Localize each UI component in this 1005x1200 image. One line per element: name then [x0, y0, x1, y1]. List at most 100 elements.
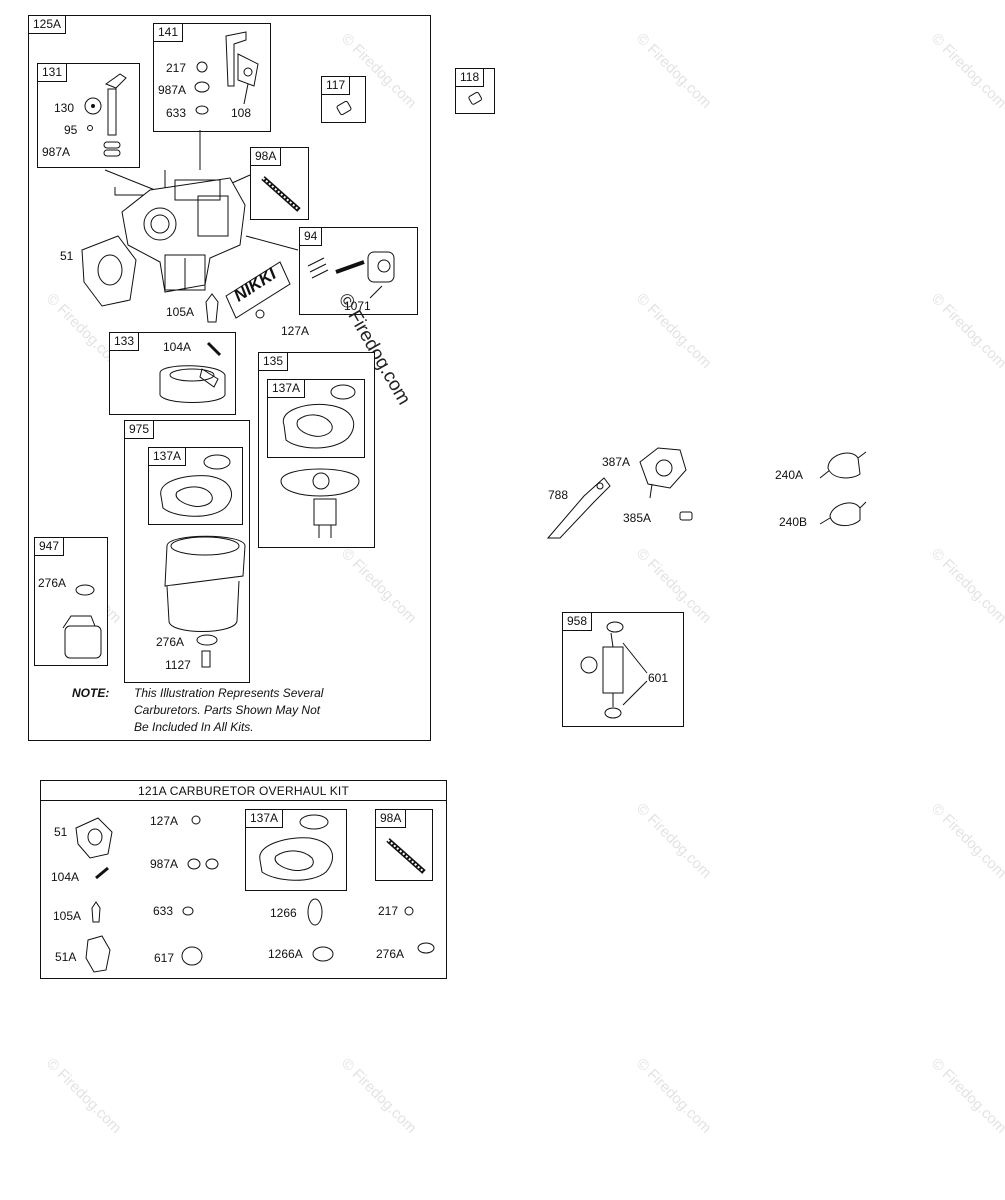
part-box-tag: 117: [321, 76, 351, 95]
part-label: 276A: [156, 635, 185, 649]
fuel-pump-and-filter-drawing: [546, 447, 867, 539]
note-block: NOTE:: [72, 685, 109, 702]
part-label: 387A: [602, 455, 631, 469]
kit-parts-drawing: [75, 815, 435, 973]
part-box-118[interactable]: 118: [455, 68, 495, 114]
part-box-98A[interactable]: 98A: [250, 147, 309, 220]
part-box-tag: 947: [34, 537, 65, 556]
part-label: 127A: [150, 814, 179, 828]
part-label: 240B: [779, 515, 808, 529]
part-label: 217: [166, 61, 187, 75]
part-label: 104A: [163, 340, 192, 354]
part-box-tag: 98A: [375, 809, 407, 828]
watermark-text: © Firedog.com: [337, 1055, 420, 1137]
float-drawing: [159, 341, 226, 403]
note-line: This Illustration Represents Several: [134, 686, 324, 700]
part-label: 987A: [158, 83, 187, 97]
part-label: 1071: [344, 299, 371, 313]
screw-drawing: [468, 91, 482, 105]
kit-screw-box-98A[interactable]: 98A: [375, 809, 433, 881]
mixture-screw-drawing: [386, 838, 426, 874]
part-label: 601: [648, 671, 669, 685]
kit-title: 121A CARBURETOR OVERHAUL KIT: [138, 784, 349, 798]
watermark-text: © Firedog.com: [927, 30, 1005, 112]
part-label: 51: [54, 825, 68, 839]
part-label: 240A: [775, 468, 804, 482]
part-box-tag: 135: [258, 352, 289, 371]
watermark-text: © Firedog.com: [927, 545, 1005, 627]
part-label: 633: [153, 904, 174, 918]
assembly-label: 125A: [28, 15, 67, 34]
part-label: 385A: [623, 511, 652, 525]
part-box-tag: 94: [299, 227, 323, 246]
part-box-141[interactable]: 141 217 987A 633 108: [153, 23, 271, 132]
part-box-135[interactable]: 135 137A: [258, 352, 375, 548]
throttle-shaft-drawing: [194, 31, 259, 115]
part-label: 105A: [53, 909, 82, 923]
part-box-947[interactable]: 947 276A: [34, 537, 108, 666]
part-box-975[interactable]: 975 137A 276A 1127: [124, 420, 250, 683]
part-box-tag: 141: [153, 23, 184, 42]
part-box-tag: 137A: [245, 809, 284, 828]
part-label: 1266A: [268, 947, 303, 961]
part-label: 95: [64, 123, 78, 137]
note-line: Be Included In All Kits.: [134, 720, 254, 734]
part-box-tag: 137A: [267, 379, 306, 398]
part-label: 1127: [165, 658, 191, 672]
part-label: 617: [154, 951, 175, 965]
gasket-drawing: [160, 454, 233, 517]
part-label: 104A: [51, 870, 80, 884]
part-label: 987A: [42, 145, 71, 159]
part-label: 217: [378, 904, 399, 918]
part-box-tag: 133: [109, 332, 140, 351]
watermark-text: © Firedog.com: [927, 290, 1005, 372]
part-label: 633: [166, 106, 187, 120]
part-label: 276A: [38, 576, 67, 590]
solenoid-drawing: [307, 251, 395, 299]
part-label: 108: [231, 106, 252, 120]
watermark-text: © Firedog.com: [632, 290, 715, 372]
kit-title-divider: [41, 800, 446, 801]
part-box-tag: 131: [37, 63, 68, 82]
part-box-tag: 98A: [250, 147, 282, 166]
note-line: Carburetors. Parts Shown May Not: [134, 703, 321, 717]
part-box-133[interactable]: 133 104A: [109, 332, 236, 415]
choke-shaft-drawing: [84, 73, 127, 157]
part-box-tag: 958: [562, 612, 593, 631]
watermark-text: © Firedog.com: [927, 1055, 1005, 1137]
float-bowl-plate-drawing: [280, 468, 360, 538]
shutoff-valve-drawing: [580, 621, 648, 719]
watermark-text: © Firedog.com: [632, 30, 715, 112]
part-label: 127A: [281, 324, 310, 338]
part-label: 130: [54, 101, 75, 115]
part-label: 51: [60, 249, 74, 263]
part-label: 105A: [166, 305, 195, 319]
shutoff-solenoid-drawing: [62, 584, 102, 659]
part-label: 1266: [270, 906, 297, 920]
gasket-drawing: [282, 384, 356, 449]
float-bowl-drawing: [164, 535, 246, 668]
carburetor-body-drawing: [81, 130, 299, 323]
watermark-text: © Firedog.com: [632, 1055, 715, 1137]
part-label: 788: [548, 488, 569, 502]
part-box-131[interactable]: 131 130 95 987A: [37, 63, 140, 168]
screw-drawing: [336, 100, 352, 116]
note-prefix: NOTE:: [72, 686, 110, 700]
gasket-box-137A[interactable]: 137A: [148, 447, 243, 525]
part-box-tag: 975: [124, 420, 155, 439]
part-box-94[interactable]: 94 1071: [299, 227, 418, 315]
mixture-screw-drawing: [261, 176, 301, 212]
part-box-tag: 137A: [148, 447, 187, 466]
part-box-958[interactable]: 958 601: [562, 612, 684, 727]
gasket-drawing: [259, 814, 334, 881]
gasket-box-137A[interactable]: 137A: [267, 379, 365, 458]
watermark-text: © Firedog.com: [42, 1055, 125, 1137]
part-box-tag: 118: [455, 68, 485, 87]
watermark-text: © Firedog.com: [927, 800, 1005, 882]
kit-gasket-box-137A[interactable]: 137A: [245, 809, 347, 891]
watermark-text: © Firedog.com: [632, 800, 715, 882]
part-box-117[interactable]: 117: [321, 76, 366, 123]
assembly-frame: 125A: [28, 15, 431, 741]
part-label: 276A: [376, 947, 405, 961]
part-label: 987A: [150, 857, 179, 871]
